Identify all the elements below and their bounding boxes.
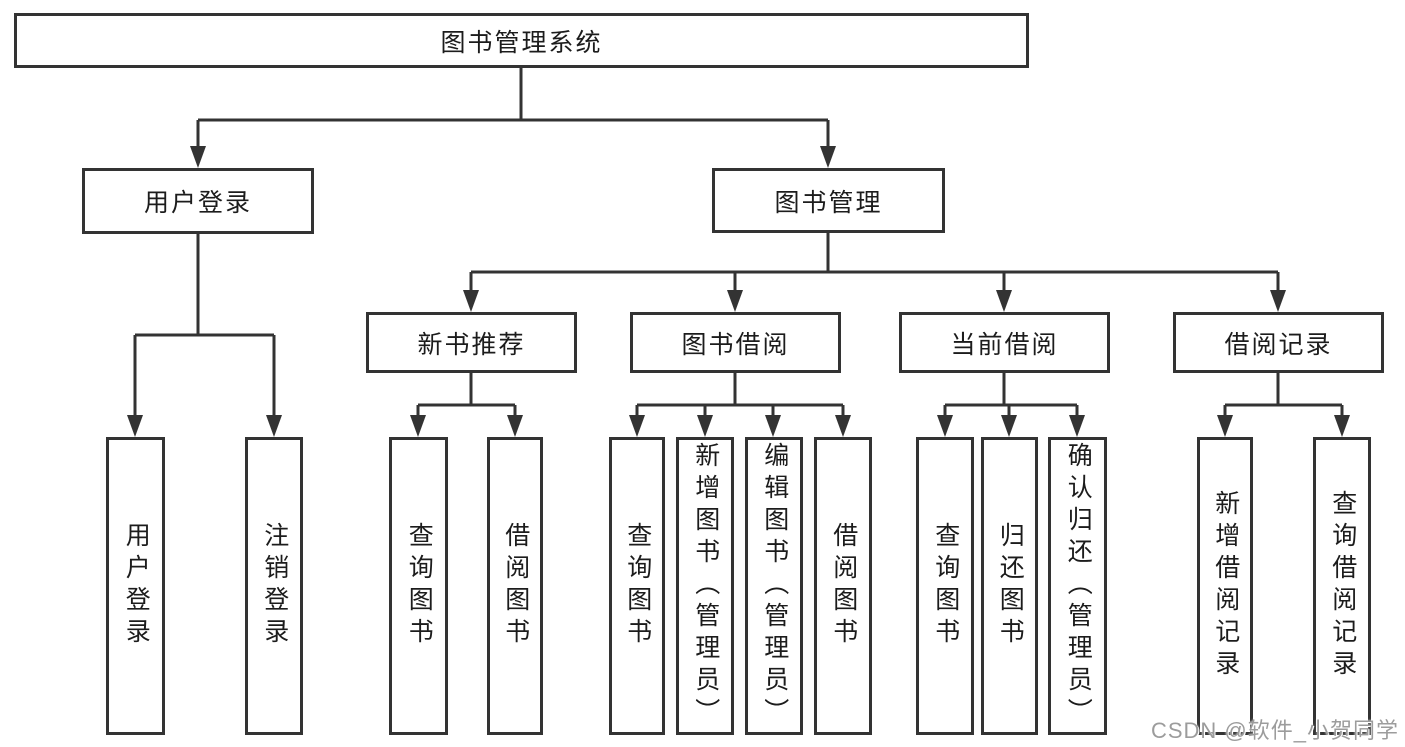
- leaf-query-books-2-label: 查询图书: [623, 522, 652, 650]
- node-book-borrow-label: 图书借阅: [681, 330, 790, 359]
- leaf-add-books-admin-label: 新增图书（管理员）: [691, 442, 720, 730]
- node-book-management: 图书管理: [712, 168, 945, 233]
- csdn-watermark: CSDN @软件_小贺同学: [1150, 718, 1399, 743]
- leaf-borrow-books-1: 借阅图书: [487, 437, 543, 735]
- leaf-edit-books-admin-label: 编辑图书（管理员）: [760, 442, 789, 730]
- node-user-login: 用户登录: [82, 168, 314, 234]
- node-borrow-records-label: 借阅记录: [1224, 330, 1333, 359]
- leaf-query-books-3: 查询图书: [916, 437, 974, 735]
- node-new-book-recommend-label: 新书推荐: [417, 330, 526, 359]
- leaf-add-books-admin: 新增图书（管理员）: [676, 437, 734, 735]
- node-current-borrow: 当前借阅: [899, 312, 1110, 373]
- leaf-user-login: 用户登录: [106, 437, 165, 735]
- node-current-borrow-label: 当前借阅: [950, 330, 1059, 359]
- leaf-query-books-1-label: 查询图书: [405, 522, 434, 650]
- leaf-confirm-return-admin-label: 确认归还（管理员）: [1064, 442, 1093, 730]
- leaf-query-books-2: 查询图书: [609, 437, 665, 735]
- node-book-management-label: 图书管理: [774, 188, 883, 217]
- leaf-borrow-books-2: 借阅图书: [814, 437, 872, 735]
- node-user-login-label: 用户登录: [143, 189, 252, 217]
- leaf-borrow-books-2-label: 借阅图书: [829, 522, 858, 650]
- node-root: 图书管理系统: [14, 13, 1029, 68]
- node-root-label: 图书管理系统: [440, 28, 603, 57]
- node-new-book-recommend: 新书推荐: [366, 312, 577, 373]
- leaf-return-books: 归还图书: [981, 437, 1038, 735]
- leaf-logout-label: 注销登录: [260, 522, 289, 650]
- leaf-edit-books-admin: 编辑图书（管理员）: [745, 437, 803, 735]
- node-book-borrow: 图书借阅: [630, 312, 841, 373]
- leaf-add-borrow-record-label: 新增借阅记录: [1211, 490, 1240, 682]
- leaf-return-books-label: 归还图书: [996, 522, 1025, 650]
- leaf-borrow-books-1-label: 借阅图书: [501, 522, 530, 650]
- node-borrow-records: 借阅记录: [1173, 312, 1384, 373]
- leaf-query-books-3-label: 查询图书: [931, 522, 960, 650]
- leaf-add-borrow-record: 新增借阅记录: [1197, 437, 1253, 735]
- leaf-query-borrow-record-label: 查询借阅记录: [1328, 490, 1357, 682]
- leaf-query-books-1: 查询图书: [389, 437, 448, 735]
- leaf-query-borrow-record: 查询借阅记录: [1313, 437, 1371, 735]
- leaf-user-login-label: 用户登录: [122, 522, 151, 650]
- leaf-confirm-return-admin: 确认归还（管理员）: [1048, 437, 1107, 735]
- leaf-logout: 注销登录: [245, 437, 303, 735]
